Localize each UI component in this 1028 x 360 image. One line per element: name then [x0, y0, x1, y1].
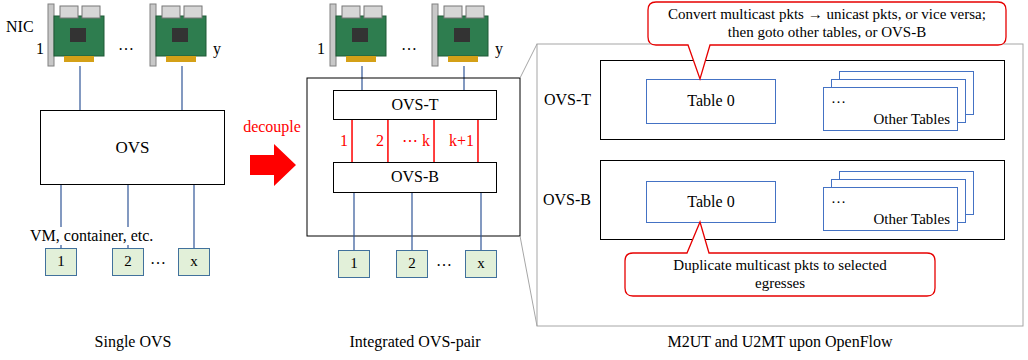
caption-text: Single OVS: [95, 333, 172, 351]
table-stack: … Other Tables: [823, 87, 958, 131]
nic-card: [48, 4, 104, 66]
node-text: x: [477, 255, 485, 272]
switch-box: OVS: [40, 110, 225, 185]
nic-wire: [181, 66, 182, 110]
vm-box: x: [465, 250, 497, 278]
table-stack: … Other Tables: [823, 187, 958, 231]
node-text: Duplicate multicast pkts to selected egr…: [673, 257, 888, 292]
port-number: 1: [340, 132, 348, 150]
vm-box: 1: [338, 250, 370, 278]
ellipsis: …: [401, 36, 417, 54]
callout-box: Convert multicast pkts → unicast pkts, o…: [648, 2, 1006, 45]
node-text: x: [190, 253, 198, 270]
node-text: OVS: [115, 138, 149, 158]
node-text: Other Tables: [873, 111, 950, 128]
node-text: 2: [124, 253, 132, 270]
callout-outline: [648, 2, 1006, 79]
nic-card: [432, 4, 488, 66]
node-text: 2: [408, 255, 416, 272]
zoom-line: [520, 44, 537, 78]
note: VM, container, etc.: [28, 227, 155, 245]
ellipsis: …: [831, 90, 846, 107]
callout-outline: [625, 222, 935, 296]
decouple-arrow: [250, 144, 296, 186]
index-number: 1: [317, 40, 325, 58]
port-number: k+1: [449, 132, 474, 150]
port-number: 2: [376, 132, 384, 150]
ellipsis: …: [831, 190, 846, 207]
connector-line: [353, 193, 354, 250]
ellipsis: …: [436, 252, 452, 270]
node-text: OVS-T: [391, 96, 438, 114]
port-number: ⋯ k: [402, 132, 430, 150]
table-outline: [824, 188, 958, 231]
ellipsis: …: [150, 250, 166, 268]
vm-box: x: [178, 248, 210, 276]
node-text: Convert multicast pkts → unicast pkts, o…: [658, 6, 996, 41]
connector-line: [480, 193, 481, 250]
nic-card: [150, 4, 206, 66]
zoom-panel: [537, 44, 1023, 326]
ellipsis: …: [118, 36, 134, 54]
node-text: Table 0: [687, 92, 734, 110]
node-text: 1: [350, 255, 358, 272]
zoom-line: [520, 236, 537, 326]
action-text: decouple: [243, 118, 301, 136]
table-outline: [824, 88, 958, 131]
caption-text: M2UT and U2MT upon OpenFlow: [667, 333, 892, 351]
connector-line: [351, 120, 353, 162]
pair-enclosure: [307, 78, 520, 236]
connector-line: [193, 185, 194, 248]
part-name: NIC: [6, 18, 34, 36]
vm-box: 1: [45, 248, 77, 276]
connector-line: [433, 120, 435, 162]
connector-line: [411, 193, 412, 250]
vm-box: 2: [396, 250, 428, 278]
switch-panel: Table 0…Other TablesOVS-T: [600, 60, 1005, 140]
index-number: y: [495, 40, 503, 58]
switch-box: OVS-T: [333, 90, 497, 120]
connector-line: [477, 120, 479, 162]
node-text: 1: [57, 253, 65, 270]
nic-card: [330, 4, 386, 66]
index-number: 1: [36, 40, 44, 58]
node-text: OVS-B: [391, 168, 439, 186]
panel-heading: OVS-B: [543, 191, 591, 209]
connector-line: [387, 120, 389, 162]
index-number: y: [213, 40, 221, 58]
caption-text: Integrated OVS-pair: [349, 333, 480, 351]
table-box: Table 0: [646, 79, 776, 124]
node-text: Other Tables: [873, 211, 950, 228]
nic-wire: [79, 66, 80, 110]
callout-box: Duplicate multicast pkts to selected egr…: [625, 253, 935, 296]
panel-heading: OVS-T: [544, 91, 591, 109]
switch-box: OVS-B: [333, 162, 497, 193]
node-text: Table 0: [687, 193, 734, 211]
table-box: Table 0: [646, 181, 776, 223]
vm-box: 2: [112, 248, 144, 276]
switch-panel: Table 0…Other TablesOVS-B: [600, 160, 1005, 240]
